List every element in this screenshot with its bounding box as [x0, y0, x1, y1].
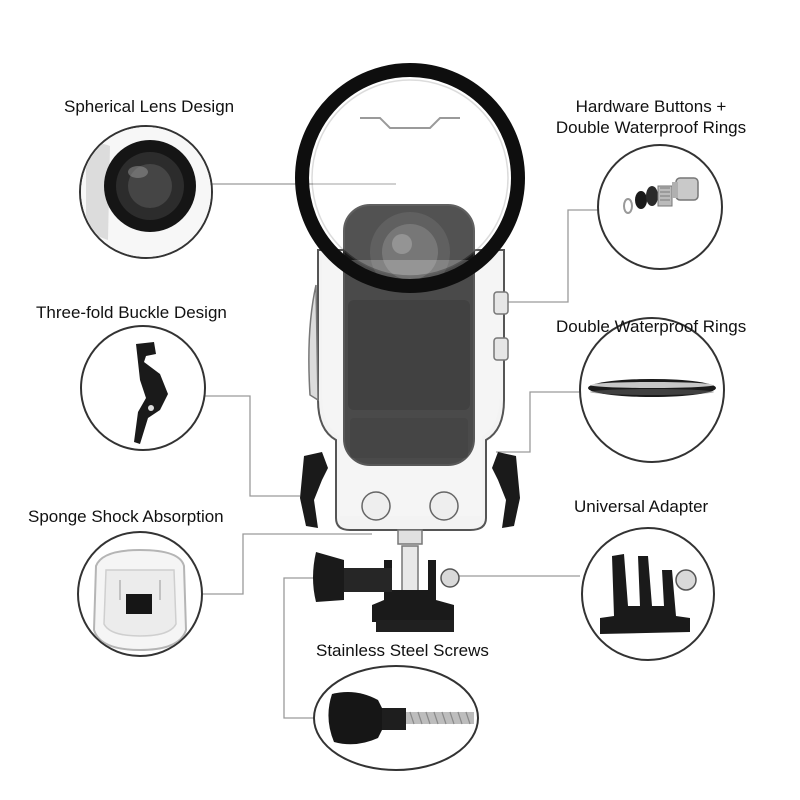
feature-label-hardware-buttons: Hardware Buttons + Double Waterproof Rin…: [546, 96, 756, 138]
leader-rings: [496, 391, 580, 453]
leader-screw: [283, 577, 318, 719]
feature-label-line-2: Double Waterproof Rings: [555, 118, 747, 137]
feature-label-universal-adapter: Universal Adapter: [574, 497, 709, 516]
feature-label-line-1: Hardware Buttons +: [575, 97, 727, 116]
feature-label-waterproof-rings: Double Waterproof Rings: [556, 317, 747, 336]
leader-sponge: [202, 533, 372, 595]
feature-label-buckle: Three-fold Buckle Design: [36, 303, 227, 322]
feature-label-steel-screws: Stainless Steel Screws: [316, 641, 489, 660]
feature-label-spherical-lens: Spherical Lens Design: [64, 97, 235, 116]
leader-buttons: [505, 209, 598, 303]
leader-buckle: [204, 395, 300, 497]
feature-label-sponge: Sponge Shock Absorption: [28, 507, 224, 526]
